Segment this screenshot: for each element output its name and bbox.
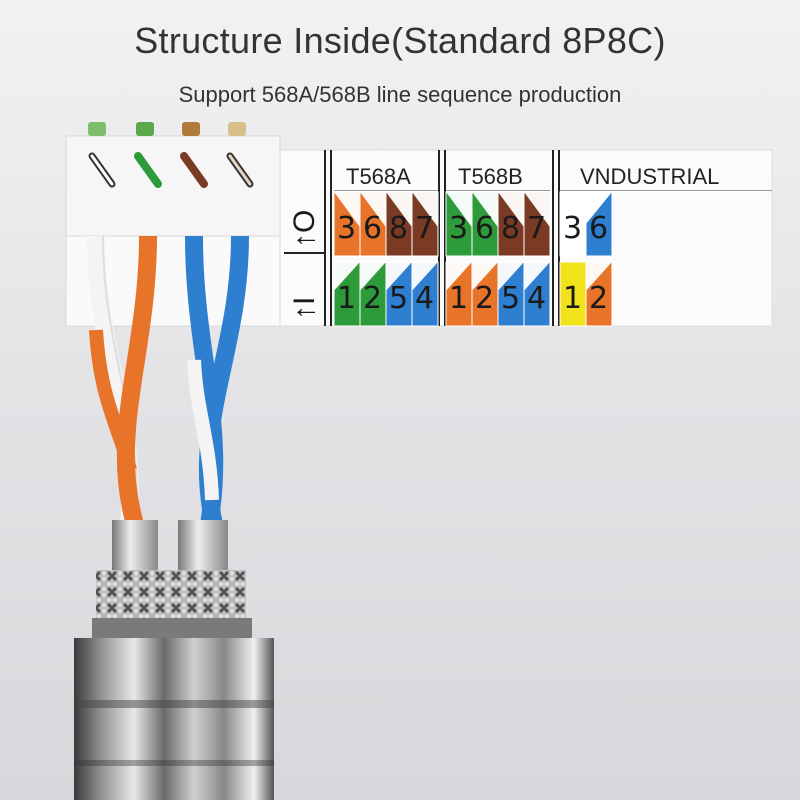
- top-pin-number: 7: [415, 211, 434, 246]
- standard-name-2: T568B: [458, 164, 523, 189]
- top-pin-number: 8: [389, 211, 408, 246]
- contact-pins: [88, 122, 246, 136]
- bottom-pin-number: 2: [589, 281, 608, 316]
- top-pin-number: 6: [363, 211, 382, 246]
- top-pin-number: 3: [563, 211, 582, 246]
- bottom-pin-number: 5: [389, 281, 408, 316]
- top-pin-number: 7: [527, 211, 546, 246]
- bottom-pin-number: 1: [337, 281, 356, 316]
- top-color-cell: [559, 191, 587, 257]
- color-slot-marks: [88, 152, 254, 188]
- standard-name-3: VNDUSTRIAL: [580, 164, 719, 189]
- metal-housing: [74, 638, 274, 800]
- top-pin-number: 3: [337, 211, 356, 246]
- direction-in-label: ↑I: [288, 297, 321, 320]
- top-pin-number: 8: [501, 211, 520, 246]
- twisted-pair-wires: [87, 235, 249, 544]
- top-pin-number: 6: [589, 211, 608, 246]
- bottom-pin-number: 4: [415, 281, 434, 316]
- braided-shield: [96, 570, 246, 620]
- bottom-color-cell: [559, 261, 587, 327]
- bottom-pin-number: 2: [363, 281, 382, 316]
- bottom-pin-number: 4: [527, 281, 546, 316]
- bottom-pin-number: 1: [563, 281, 582, 316]
- standard-name-1: T568A: [346, 164, 411, 189]
- top-pin-number: 6: [475, 211, 494, 246]
- bottom-pin-number: 1: [449, 281, 468, 316]
- bottom-pin-number: 5: [501, 281, 520, 316]
- page-title: Structure Inside(Standard 8P8C): [134, 20, 666, 61]
- page-subtitle: Support 568A/568B line sequence producti…: [178, 82, 622, 107]
- bottom-pin-number: 2: [475, 281, 494, 316]
- direction-out-label: ↑O: [288, 210, 321, 248]
- top-pin-number: 3: [449, 211, 468, 246]
